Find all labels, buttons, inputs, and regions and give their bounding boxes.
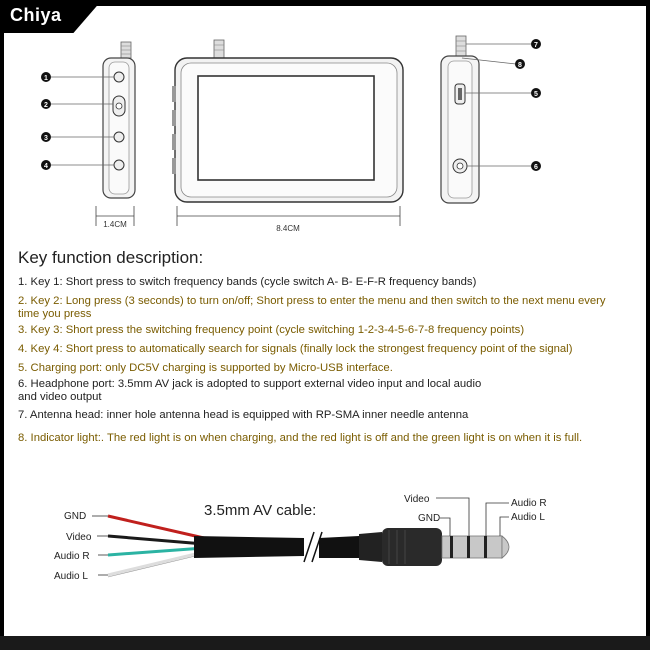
callout-8: 8 xyxy=(515,59,525,69)
cable-title: 3.5mm AV cable: xyxy=(204,502,316,519)
callout-2: 2 xyxy=(41,99,51,109)
key-item: 6. Headphone port: 3.5mm AV jack is adop… xyxy=(18,378,642,404)
front-view xyxy=(172,39,404,203)
plug-body xyxy=(382,528,442,566)
device-diagram: 1 2 3 4 1.4CM 8.4CM xyxy=(41,35,541,233)
wire-label-audio-r: Audio R xyxy=(54,551,90,562)
bottom-border xyxy=(0,636,650,650)
svg-text:3: 3 xyxy=(44,135,48,142)
key-item: 3. Key 3: Short press the switching freq… xyxy=(18,324,642,337)
dimension-side: 1.4CM xyxy=(95,206,135,229)
dimension-width: 8.4CM xyxy=(176,206,401,233)
av-cable-diagram: 3.5mm AV cable: GND Video Audio R Audio … xyxy=(54,494,547,582)
callout-4: 4 xyxy=(41,160,51,170)
wire-label-video: Video xyxy=(66,532,92,543)
svg-text:8: 8 xyxy=(518,62,522,69)
plug-label-audio-l: Audio L xyxy=(511,512,545,523)
key-item-line: 6. Headphone port: 3.5mm AV jack is adop… xyxy=(18,378,482,390)
product-sheet: 1 2 3 4 1.4CM 8.4CM xyxy=(4,6,646,636)
key-item-line: 5. Charging port: only DC5V charging is … xyxy=(18,362,393,374)
key-item: 5. Charging port: only DC5V charging is … xyxy=(18,362,642,375)
wire-label-audio-l: Audio L xyxy=(54,571,88,582)
side-view-right xyxy=(440,35,531,204)
plug-label-video: Video xyxy=(404,494,430,505)
key-function-list: 1. Key 1: Short press to switch frequenc… xyxy=(18,276,642,445)
key-item-line: and video output xyxy=(18,391,102,403)
svg-text:5: 5 xyxy=(534,91,538,98)
callout-6: 6 xyxy=(531,161,541,171)
key-item-line: time you press xyxy=(18,308,92,320)
callout-3: 3 xyxy=(41,132,51,142)
key-item: 1. Key 1: Short press to switch frequenc… xyxy=(18,276,642,289)
cable-sheath xyxy=(194,536,304,558)
key-item: 8. Indicator light:. The red light is on… xyxy=(18,432,642,445)
key-item-line: 2. Key 2: Long press (3 seconds) to turn… xyxy=(18,295,606,307)
key-item-line: 7. Antenna head: inner hole antenna head… xyxy=(18,409,469,421)
key-item-line: 1. Key 1: Short press to switch frequenc… xyxy=(18,276,477,288)
callout-5: 5 xyxy=(531,88,541,98)
wire-label-gnd: GND xyxy=(64,511,86,522)
wire-audio-r xyxy=(107,546,205,557)
key-item-line: 3. Key 3: Short press the switching freq… xyxy=(18,324,525,336)
plug-label-audio-r: Audio R xyxy=(511,498,547,509)
key-item-line: 4. Key 4: Short press to automatically s… xyxy=(18,343,573,355)
side-view-left xyxy=(51,41,136,199)
plug-label-gnd: GND xyxy=(418,513,440,524)
wire-gnd xyxy=(107,514,205,540)
wire-video xyxy=(107,534,205,546)
section-heading: Key function description: xyxy=(18,248,204,267)
svg-text:1: 1 xyxy=(44,75,48,82)
key-item: 2. Key 2: Long press (3 seconds) to turn… xyxy=(18,295,642,321)
svg-text:6: 6 xyxy=(534,164,538,171)
wire-audio-l xyxy=(107,550,205,577)
svg-text:7: 7 xyxy=(534,42,538,49)
callout-1: 1 xyxy=(41,72,51,82)
svg-text:1.4CM: 1.4CM xyxy=(103,220,127,229)
key-item: 4. Key 4: Short press to automatically s… xyxy=(18,343,642,356)
svg-text:4: 4 xyxy=(44,163,48,170)
svg-text:8.4CM: 8.4CM xyxy=(276,224,300,233)
key-item: 7. Antenna head: inner hole antenna head… xyxy=(18,409,642,422)
key-item-line: 8. Indicator light:. The red light is on… xyxy=(18,432,583,444)
callout-7: 7 xyxy=(531,39,541,49)
svg-text:2: 2 xyxy=(44,102,48,109)
